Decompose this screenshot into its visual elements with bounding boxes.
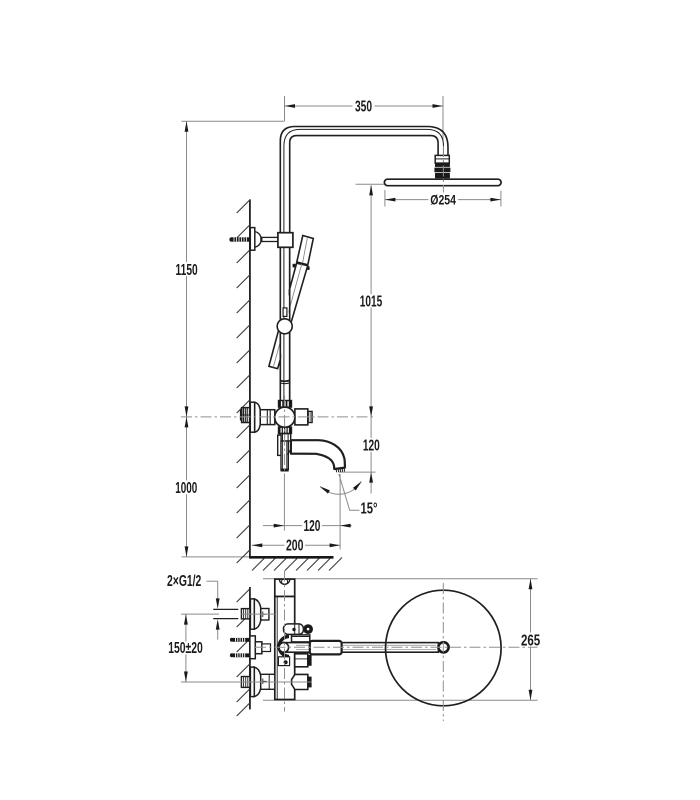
svg-text:150±20: 150±20 (168, 640, 203, 657)
svg-text:350: 350 (355, 99, 372, 116)
svg-text:200: 200 (286, 538, 304, 555)
svg-text:Ø254: Ø254 (430, 193, 456, 208)
svg-text:1150: 1150 (176, 262, 198, 279)
svg-text:1000: 1000 (175, 480, 197, 497)
svg-text:120: 120 (304, 518, 321, 535)
svg-text:120: 120 (363, 438, 380, 455)
svg-text:1015: 1015 (360, 293, 383, 310)
svg-text:15°: 15° (361, 500, 378, 517)
svg-text:265: 265 (521, 632, 541, 649)
svg-text:2×G1/2: 2×G1/2 (167, 573, 201, 590)
